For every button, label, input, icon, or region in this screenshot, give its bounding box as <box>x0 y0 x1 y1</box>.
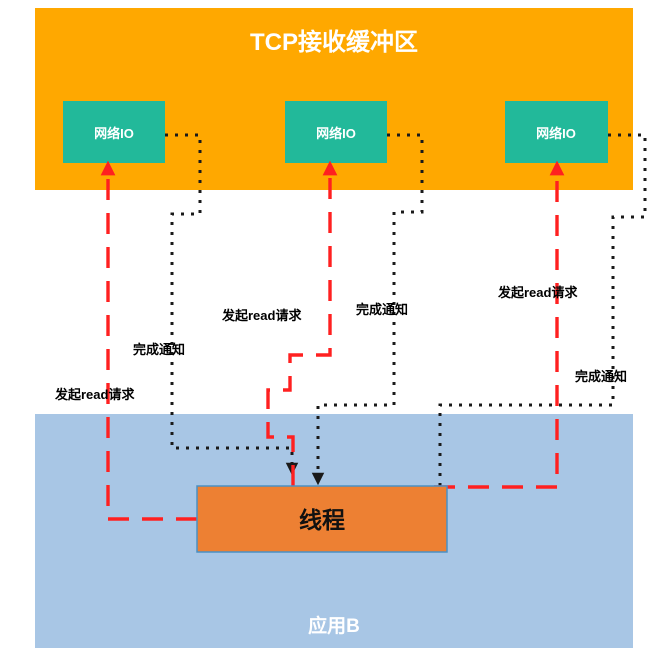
edge-label-request-3: 发起read请求 <box>497 285 578 300</box>
network-io-label-1: 网络IO <box>94 126 134 141</box>
request-path-1 <box>100 160 197 521</box>
network-io-box-2[interactable] <box>285 101 387 163</box>
network-io-box-1[interactable] <box>63 101 165 163</box>
request-path-2 <box>266 160 338 486</box>
thread-box[interactable] <box>196 485 448 553</box>
thread-label: 线程 <box>299 507 345 533</box>
edge-label-notify-2: 完成通知 <box>356 302 408 317</box>
edge-label-notify-3: 完成通知 <box>575 369 627 384</box>
network-io-label-3: 网络IO <box>536 126 576 141</box>
edge-label-notify-1: 完成通知 <box>133 342 185 357</box>
edge-label-request-2: 发起read请求 <box>221 308 302 323</box>
notify-path-1 <box>165 133 299 476</box>
tcp-buffer-title: TCP接收缓冲区 <box>250 28 418 56</box>
notify-path-2 <box>311 133 424 486</box>
request-path-3 <box>434 160 565 489</box>
network-io-box-3[interactable] <box>505 101 608 163</box>
network-io-label-2: 网络IO <box>316 126 356 141</box>
app-b-title: 应用B <box>308 614 360 637</box>
notify-path-3 <box>433 133 647 522</box>
edge-label-request-1: 发起read请求 <box>54 387 135 402</box>
